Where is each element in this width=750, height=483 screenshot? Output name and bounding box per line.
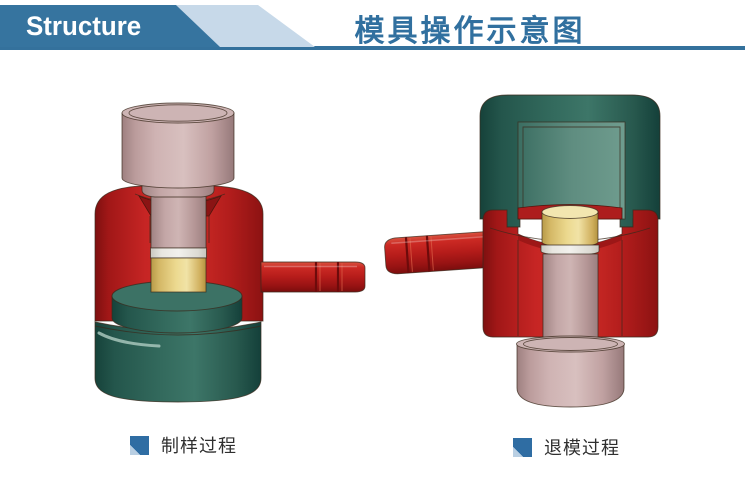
punch-cap-pink <box>121 102 235 198</box>
legend-bullet-icon <box>130 435 149 455</box>
figure-ejecting-mold <box>384 94 661 408</box>
structure-tag-label: Structure <box>26 11 142 41</box>
piston-dome-teal <box>111 280 243 334</box>
sample-yellow <box>541 205 599 248</box>
banner-dark-shape <box>0 5 220 47</box>
legend-item-pressing: 制样过程 <box>130 434 237 456</box>
base-teal <box>94 321 262 403</box>
spacer-white <box>150 247 207 259</box>
handle-red <box>260 261 366 293</box>
legend-item-ejecting: 退模过程 <box>513 436 620 458</box>
sample-yellow <box>150 257 207 293</box>
legend-label: 制样过程 <box>161 436 237 456</box>
header-rule <box>0 46 745 50</box>
base-teal-top <box>479 94 661 228</box>
legend-label: 退模过程 <box>544 438 620 458</box>
handle-red <box>384 230 497 275</box>
figure-pressing-mold <box>94 102 366 403</box>
cavity-window <box>517 121 626 220</box>
legend-bullet-icon <box>513 437 532 457</box>
punch-shaft-pink <box>542 253 599 343</box>
header: Structure 模具操作示意图 <box>0 0 750 60</box>
page-title: 模具操作示意图 <box>354 15 586 48</box>
punch-cap-pink <box>516 335 625 408</box>
